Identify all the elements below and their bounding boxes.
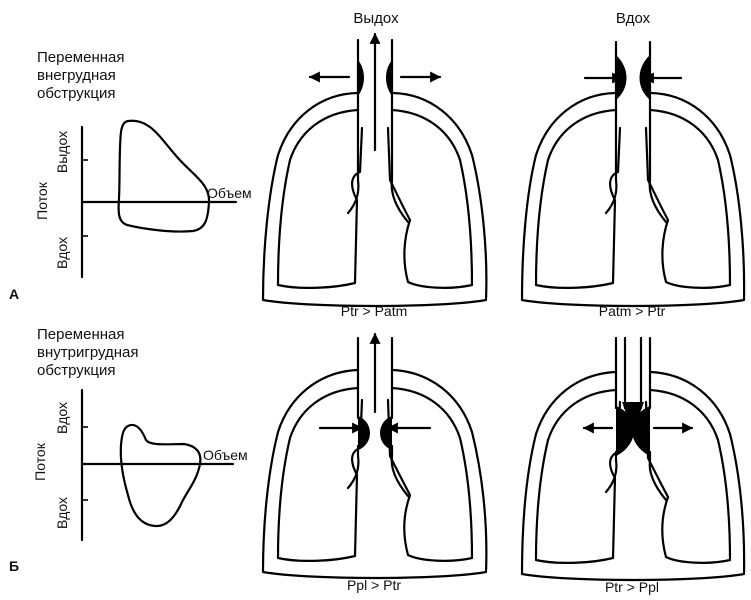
panel-b-insp-caption: Ptr > Ppl — [605, 579, 659, 595]
panel-b-exp-bronchus-right — [390, 444, 410, 498]
panel-a-insp-right-lung — [644, 108, 732, 289]
panel-a-insp-caption: Patm > Ptr — [599, 303, 666, 319]
panel-a-exp-obstruction-left — [358, 60, 364, 96]
panel-b-insp-left-lung — [534, 388, 622, 564]
panel-a-insp-label: Вдох — [616, 10, 651, 27]
panel-a-exp-right-lung — [386, 108, 474, 289]
panel-a-flow-volume-loop: Поток Выдох Вдох Объем — [34, 119, 252, 279]
panel-a-exp-chest-outer — [261, 91, 488, 308]
panel-a-exp-obstruction-right — [386, 60, 392, 96]
panel-b-exp-bronchus-left — [346, 444, 360, 490]
panel-b-lung-inspiration: Ptr > Ppl — [520, 336, 746, 595]
panel-b-insp-bronchus-right — [648, 450, 668, 502]
panel-a-title-line-3: обструкция — [37, 85, 115, 102]
panel-b-exp-obstruction-left — [358, 416, 370, 450]
panel-b-exp-left-lung — [276, 386, 364, 562]
panel-a-insp-bronchus-right — [648, 178, 668, 224]
panel-a-loop-curve — [117, 119, 211, 233]
panel-b-title-line-2: внутригрудная — [37, 344, 139, 361]
panel-b-lung-expiration: Ppl > Ptr — [261, 332, 488, 593]
panel-a-exp-label: Выдох — [353, 10, 399, 27]
panel-a-upper-label: Выдох — [54, 131, 70, 173]
panel-a-title-line-2: внегрудная — [37, 67, 116, 84]
panel-b-flow-volume-loop: Поток Вдох Вдох Объем — [32, 388, 248, 542]
panel-a-exp-caption: Ptr > Patm — [341, 303, 408, 319]
panel-b-exp-caption: Ppl > Ptr — [347, 577, 401, 593]
panel-b-title-line-1: Переменная — [37, 326, 125, 343]
panel-a-insp-chest-outer — [520, 91, 746, 308]
panel-b-insp-flow-arrowhead — [622, 402, 644, 432]
panel-b-letter: Б — [9, 558, 19, 574]
panel-a-lung-inspiration: Вдох Patm > Ptr — [520, 10, 746, 319]
panel-b-volume-label: Объем — [203, 447, 248, 463]
panel-a-insp-left-lung — [534, 108, 622, 289]
panel-b-insp-right-lung — [644, 388, 732, 564]
panel-b-upper-label: Вдох — [54, 402, 70, 434]
panel-a-exp-left-lung — [276, 108, 364, 289]
panel-b-exp-obstruction-right — [380, 416, 392, 450]
panel-a-title-line-1: Переменная — [37, 49, 125, 66]
panel-a-exp-bronchus-right — [390, 178, 410, 224]
panel-a-exp-bronchus-left — [346, 178, 360, 215]
panel-b-lower-label: Вдох — [54, 497, 70, 529]
panel-b-exp-right-lung — [386, 386, 474, 562]
panel-b-loop-curve — [119, 423, 202, 528]
panel-b-exp-chest-outer — [261, 368, 488, 580]
panel-a: Переменная внегрудная обструкция Поток В… — [9, 10, 746, 319]
panel-b-insp-bronchus-left — [604, 450, 618, 494]
panel-a-lower-label: Вдох — [54, 237, 70, 269]
panel-a-flow-label: Поток — [34, 181, 50, 220]
panel-a-volume-label: Объем — [207, 185, 252, 201]
panel-b-insp-chest-outer — [520, 370, 746, 582]
panel-a-insp-bronchus-left — [604, 178, 618, 215]
panel-a-letter: А — [9, 286, 19, 302]
panel-b-flow-label: Поток — [32, 442, 48, 481]
panel-a-lung-expiration: Выдох Ptr > Patm — [261, 10, 488, 319]
panel-b: Переменная внутригрудная обструкция Пото… — [9, 326, 746, 595]
panel-b-title-line-3: обструкция — [37, 362, 115, 379]
